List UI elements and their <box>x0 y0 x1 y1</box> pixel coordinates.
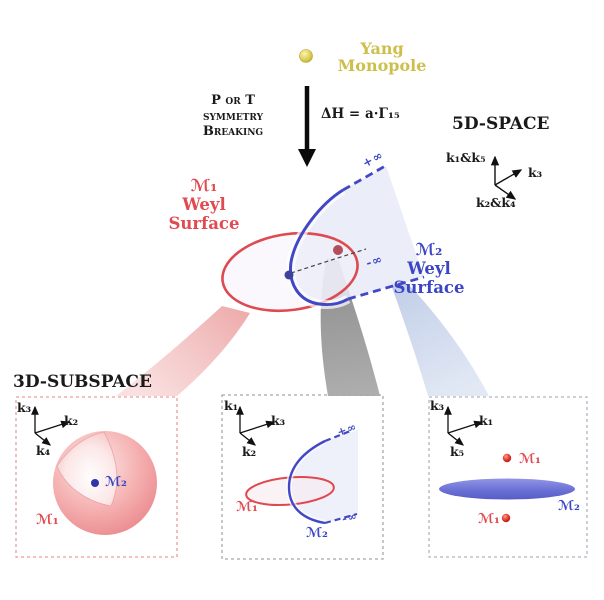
weyl-sheet-surface <box>290 166 424 305</box>
panel-middle-m2-label: ℳ₂ <box>306 525 328 541</box>
panel-middle-axis-k2: k₂ <box>242 444 257 459</box>
panel-left-box <box>15 396 178 558</box>
symmetry-breaking-label: P or T symmetry Breaking <box>202 93 264 139</box>
hamiltonian-equation: ΔH = a·Γ₁₅ <box>321 106 400 122</box>
m2-weyl-surface-label: ℳ₂ Weyl Surface <box>393 240 465 297</box>
panel-right-m1-bottom-label: ℳ₁ <box>478 511 500 527</box>
m2-curve-dashed-plus <box>342 163 388 192</box>
axis-k3-label: k₃ <box>528 165 543 180</box>
symmetry-breaking-arrow <box>298 86 316 167</box>
panel-left-axis-k2: k₂ <box>64 413 79 428</box>
panel-left-axis-k4: k₄ <box>36 443 51 458</box>
panel-middle-dashed-minus <box>324 512 358 525</box>
panel-right-axes <box>444 405 484 446</box>
center-dashed-line <box>290 248 367 274</box>
panel-middle-dashed-plus <box>324 428 354 443</box>
panel-middle-axes <box>236 405 276 446</box>
projection-beam-pink <box>116 306 250 396</box>
panel-right-axis-k5: k₅ <box>450 444 465 459</box>
axis-k2k4-label: k₂&k₄ <box>476 195 516 210</box>
panel-middle-m1-label: ℳ₁ <box>236 499 258 515</box>
projection-beam-blue <box>390 282 489 396</box>
panel-middle-axis-k1: k₁ <box>224 398 239 413</box>
panel-left-m2-label: ℳ₂ <box>105 474 127 490</box>
panel-left-axis-k3: k₃ <box>17 400 32 415</box>
m2-curve-dashed-minus <box>347 275 425 301</box>
panel-left-axes <box>31 405 71 446</box>
5d-space-axes <box>490 155 523 200</box>
m1-point-bottom <box>501 513 511 523</box>
panel-right-m1-top-label: ℳ₁ <box>519 451 541 467</box>
panel-middle-axis-k3: k₃ <box>271 413 286 428</box>
yang-monopole-sphere <box>299 49 313 63</box>
m2-disk <box>439 478 575 500</box>
m2-point-dot <box>91 479 99 487</box>
yang-monopole-label: Yang Monopole <box>337 39 427 75</box>
m1-sphere-cutaway <box>56 431 118 507</box>
panel-right-m2-label: ℳ₂ <box>558 498 580 514</box>
red-node-dot <box>333 245 343 255</box>
panel-right-axis-k1: k₁ <box>479 413 494 428</box>
panel-middle-box <box>221 394 384 560</box>
panel-middle-m2-curve <box>287 439 326 525</box>
panel-right-axis-k3: k₃ <box>430 398 445 413</box>
m2-weyl-curve <box>289 188 349 306</box>
m1-point-top <box>502 453 512 463</box>
m1-weyl-surface-label: ℳ₁ Weyl Surface <box>168 176 240 233</box>
panel-left-m1-label: ℳ₁ <box>36 512 59 528</box>
blue-node-dot <box>284 270 294 280</box>
5d-space-title: 5D-SPACE <box>452 114 550 134</box>
axis-k1k5-label: k₁&k₅ <box>446 150 486 165</box>
3d-subspace-title: 3D-SUBSPACE <box>13 372 152 392</box>
panel-right-box <box>428 396 588 558</box>
